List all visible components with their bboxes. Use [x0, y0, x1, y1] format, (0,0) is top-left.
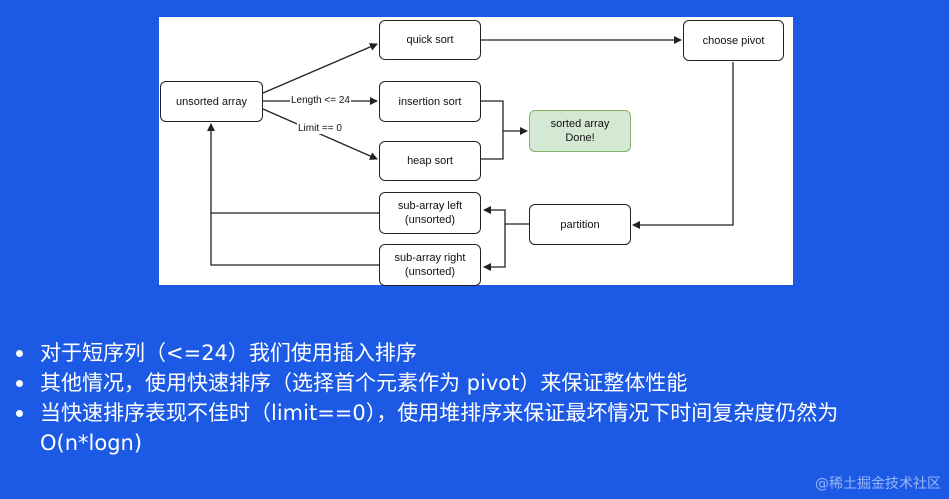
node-sub-array-right: sub-array right (unsorted): [379, 244, 481, 286]
watermark: @稀土掘金技术社区: [815, 476, 941, 492]
bullet-item: 其他情况，使用快速排序（选择首个元素作为 pivot）来保证整体性能: [10, 368, 945, 398]
edge-left-to-unsorted: [207, 123, 379, 214]
node-partition: partition: [529, 204, 631, 245]
edge-heapsort-to-done: [481, 131, 504, 160]
bullet-item: 对于短序列（<=24）我们使用插入排序: [10, 338, 945, 368]
edge-label-limit: Limit == 0: [297, 123, 343, 134]
node-unsorted-array: unsorted array: [160, 81, 263, 122]
node-sub-array-left: sub-array left (unsorted): [379, 192, 481, 234]
edge-pivot-to-partition: [632, 62, 734, 229]
edge-partition-to-left: [483, 206, 529, 225]
edge-partition-to-right: [483, 224, 506, 271]
node-sorted-array-done: sorted array Done!: [529, 110, 631, 152]
flowchart-edges: [207, 36, 734, 271]
edge-unsorted-to-quicksort: [262, 43, 378, 94]
edge-unsorted-to-heapsort: [262, 108, 378, 160]
node-heap-sort: heap sort: [379, 141, 481, 181]
node-quick-sort: quick sort: [379, 20, 481, 60]
edge-label-length: Length <= 24: [290, 95, 351, 106]
bullet-list: 对于短序列（<=24）我们使用插入排序 其他情况，使用快速排序（选择首个元素作为…: [10, 338, 945, 458]
edge-insertion-to-done: [481, 100, 528, 135]
node-choose-pivot: choose pivot: [683, 20, 784, 61]
edge-right-to-unsorted: [210, 213, 379, 266]
node-insertion-sort: insertion sort: [379, 81, 481, 122]
bullet-item: 当快速排序表现不佳时（limit==0），使用堆排序来保证最坏情况下时间复杂度仍…: [10, 398, 945, 458]
flowchart-diagram: unsorted array quick sort choose pivot i…: [159, 17, 793, 286]
